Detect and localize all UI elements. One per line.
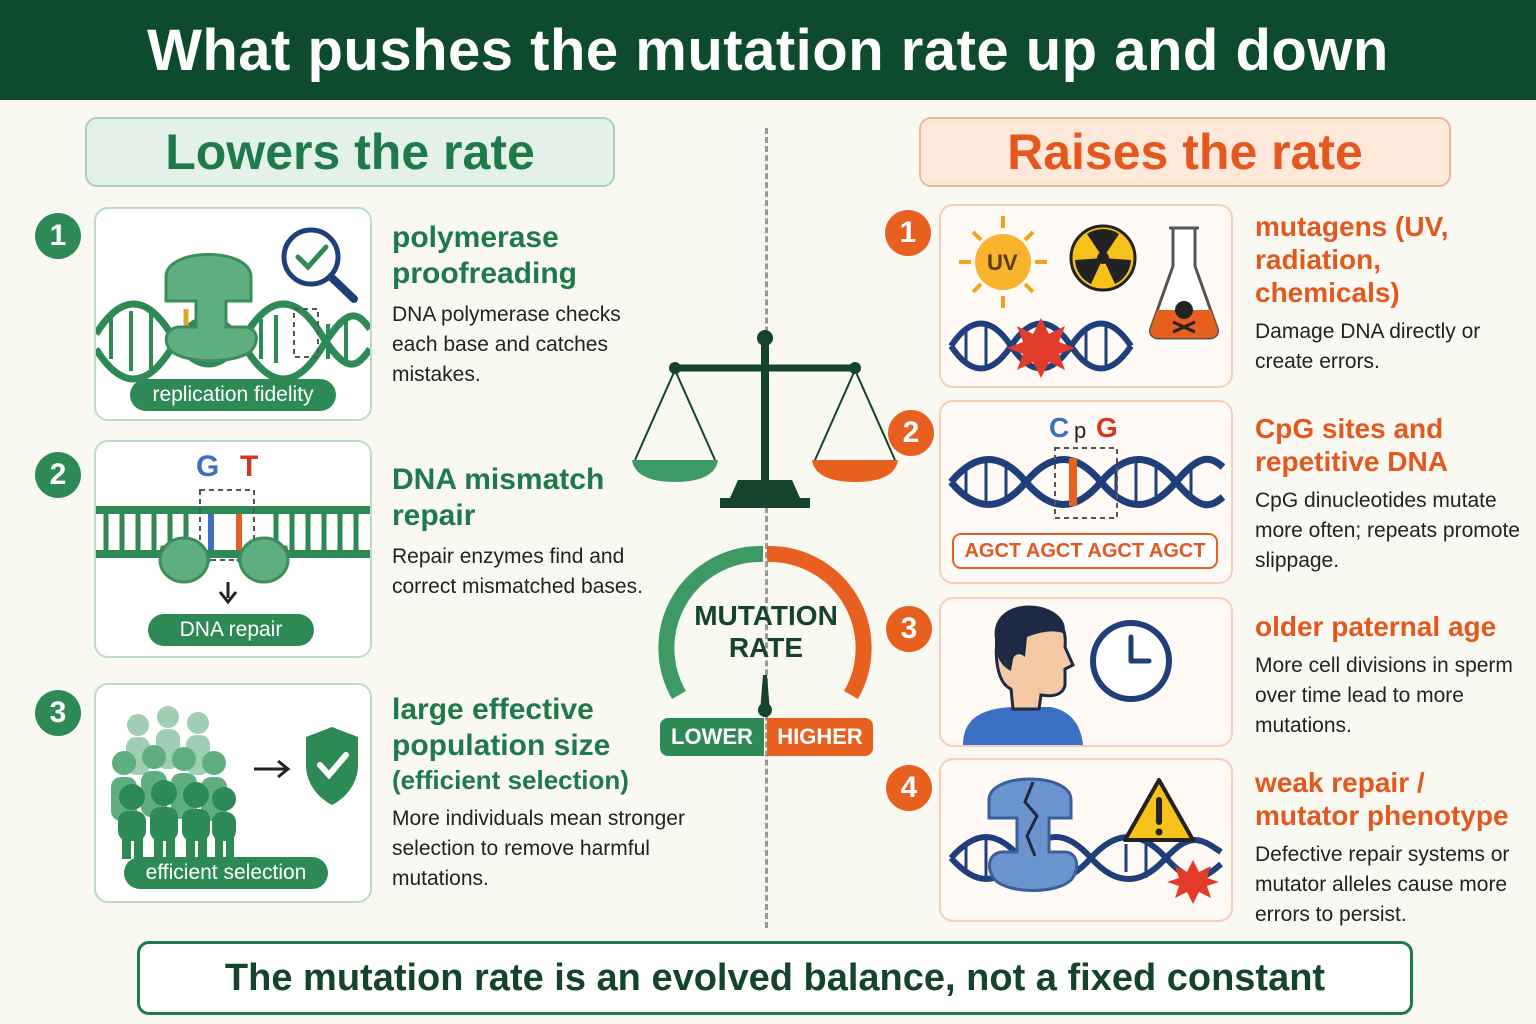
tag-efficient-selection: efficient selection [124, 857, 328, 889]
repair-enzyme-icon [158, 536, 290, 584]
raises-text-1: mutagens (UV, radiation, chemicals) Dama… [1255, 210, 1525, 377]
lowers-card-1: replication fidelity [94, 207, 372, 421]
raises-text-3: older paternal age More cell divisions i… [1255, 610, 1525, 741]
raises-text-4: weak repair / mutator phenotype Defectiv… [1255, 766, 1530, 930]
poison-flask-icon [1149, 226, 1219, 340]
dna-ladder-icon [96, 489, 370, 561]
lowers-heading: Lowers the rate [85, 117, 615, 187]
lowers-desc-2: Repair enzymes find and correct mismatch… [392, 545, 643, 598]
lowers-title-1: polymerase proofreading [392, 221, 577, 290]
sun-icon [959, 216, 1047, 308]
raises-desc-3: More cell divisions in sperm over time l… [1255, 654, 1513, 737]
lowers-number-2: 2 [35, 452, 81, 498]
lowers-card-3: efficient selection [94, 683, 372, 903]
gauge-label-line2: RATE [728, 632, 804, 663]
cpg-letter-c: C [1049, 412, 1070, 443]
center-divider [765, 128, 768, 928]
shield-check-icon [306, 727, 358, 805]
gauge-label: MUTATION RATE [686, 600, 846, 664]
raises-text-2: CpG sites and repetitive DNA CpG dinucle… [1255, 412, 1525, 576]
raises-title-4: weak repair / mutator phenotype [1255, 767, 1509, 831]
lowers-card-2: G T DNA repair [94, 440, 372, 658]
lowers-text-2: DNA mismatch repair Repair enzymes find … [392, 462, 652, 602]
lowers-number-1: 1 [35, 213, 81, 259]
raises-card-2: C p G AGCT AGCT AGCT AGCT [939, 400, 1233, 584]
raises-card-3 [939, 597, 1233, 747]
gauge-lower: LOWER [660, 718, 764, 756]
lowers-subtitle-3: (efficient selection) [392, 765, 629, 795]
cpg-letter-g: G [1096, 412, 1118, 443]
dna-helix-icon [948, 447, 1226, 519]
polymerase-icon [164, 253, 258, 363]
lowers-desc-1: DNA polymerase checks each base and catc… [392, 303, 621, 386]
raises-number-1: 1 [885, 210, 931, 256]
gauge-label-line1: MUTATION [694, 600, 838, 631]
raises-heading: Raises the rate [919, 117, 1451, 187]
page-title: What pushes the mutation rate up and dow… [147, 17, 1389, 83]
lowers-title-2: DNA mismatch repair [392, 463, 605, 532]
raises-desc-2: CpG dinucleotides mutate more often; rep… [1255, 489, 1520, 572]
raises-title-3: older paternal age [1255, 611, 1497, 642]
down-arrow-icon [218, 582, 238, 605]
right-arrow-icon [254, 759, 291, 779]
letter-t: T [240, 450, 259, 483]
uv-badge: UV [987, 250, 1018, 275]
lowers-title-3: large effective population size [392, 693, 611, 762]
balance-scale-icon [632, 330, 898, 508]
raises-desc-1: Damage DNA directly or create errors. [1255, 320, 1481, 373]
person-profile-icon [963, 605, 1083, 745]
cpg-letter-p: p [1074, 418, 1087, 443]
magnifier-check-icon [281, 227, 358, 303]
repeat-sequence: AGCT AGCT AGCT AGCT [964, 539, 1206, 562]
lowers-number-3: 3 [35, 690, 81, 736]
warning-icon [1123, 778, 1195, 842]
letter-g: G [196, 450, 220, 483]
tag-replication-fidelity: replication fidelity [130, 379, 336, 411]
raises-number-3: 3 [886, 606, 932, 652]
broken-polymerase-icon [987, 777, 1079, 892]
lowers-desc-3: More individuals mean stronger selection… [392, 807, 685, 890]
clock-icon [1090, 620, 1172, 702]
tag-dna-repair: DNA repair [148, 614, 314, 646]
title-bar: What pushes the mutation rate up and dow… [0, 0, 1536, 100]
raises-card-4 [939, 758, 1233, 922]
center-graphic [632, 330, 898, 717]
damage-burst-icon [1007, 318, 1075, 378]
footer-conclusion: The mutation rate is an evolved balance,… [137, 941, 1413, 1015]
damage-burst-icon [1167, 860, 1219, 904]
gauge-higher: HIGHER [767, 718, 873, 756]
gauge-icon [658, 545, 872, 717]
raises-desc-4: Defective repair systems or mutator alle… [1255, 843, 1510, 926]
raises-number-4: 4 [886, 765, 932, 811]
lowers-text-3: large effective population size (efficie… [392, 692, 692, 894]
radiation-icon [1069, 224, 1137, 292]
raises-card-1: UV [939, 204, 1233, 388]
raises-number-2: 2 [888, 410, 934, 456]
raises-title-1: mutagens (UV, radiation, chemicals) [1255, 211, 1449, 308]
raises-title-2: CpG sites and repetitive DNA [1255, 413, 1448, 477]
lowers-text-1: polymerase proofreading DNA polymerase c… [392, 220, 652, 390]
